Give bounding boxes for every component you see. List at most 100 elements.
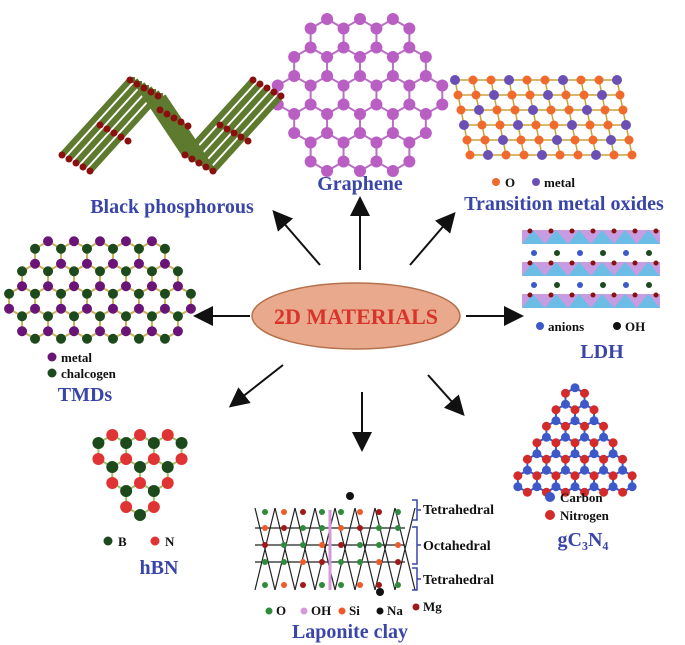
tmo-structure bbox=[450, 75, 637, 160]
hbn-title: hBN bbox=[140, 557, 179, 579]
gcn-atom bbox=[560, 432, 570, 442]
black-phosphorous-structure bbox=[58, 76, 285, 175]
graphene-atom bbox=[403, 79, 416, 92]
tmd-atom bbox=[30, 243, 41, 254]
tmds-legend-chalcogen: chalcogen bbox=[61, 366, 117, 381]
ldh-oh-dot bbox=[613, 322, 621, 330]
tmd-atom bbox=[107, 303, 118, 314]
laponite-title: Laponite clay bbox=[292, 621, 408, 643]
tmo-atom bbox=[510, 105, 520, 115]
gcn-atom bbox=[560, 421, 570, 431]
bp-atom bbox=[163, 110, 171, 118]
gcn-atom bbox=[570, 449, 580, 459]
gcn-atom bbox=[599, 465, 609, 475]
arrow-to-gcn bbox=[427, 374, 465, 416]
tmd-atom bbox=[120, 326, 131, 337]
lap-bond bbox=[354, 507, 376, 591]
ldh-oh-atom bbox=[611, 260, 617, 266]
laponite-structure bbox=[254, 492, 416, 596]
lap-atom bbox=[300, 509, 306, 515]
hbn-atom bbox=[175, 437, 188, 449]
graphene-atom bbox=[436, 98, 449, 111]
lap-atom bbox=[262, 525, 268, 531]
gcn-atom bbox=[580, 465, 590, 475]
tmo-atom bbox=[600, 105, 610, 115]
tmd-atom bbox=[120, 311, 131, 322]
ldh-oh-atom bbox=[632, 228, 638, 234]
bp-plate bbox=[73, 85, 147, 166]
lap-atom bbox=[395, 582, 401, 588]
tmd-atom bbox=[69, 326, 80, 337]
tmo-atom bbox=[480, 135, 490, 145]
tmo-legend: O metal bbox=[492, 175, 575, 190]
ldh-octahedron bbox=[545, 230, 568, 244]
ldh-anion bbox=[577, 250, 583, 256]
gcn-atom bbox=[560, 388, 570, 398]
lap-atom bbox=[376, 542, 382, 548]
bp-atom bbox=[184, 122, 192, 130]
hbn-atom bbox=[147, 501, 160, 513]
tmd-atom bbox=[95, 266, 105, 277]
bp-atom bbox=[270, 88, 278, 96]
graphene-atom bbox=[321, 13, 334, 25]
tmo-atom bbox=[543, 90, 553, 100]
lap-atom bbox=[281, 525, 287, 531]
graphene-atom bbox=[304, 22, 317, 35]
center-node: 2D MATERIALS bbox=[251, 282, 461, 350]
tmd-atom bbox=[95, 236, 105, 247]
lap-bond bbox=[374, 507, 396, 591]
bp-plate bbox=[87, 93, 161, 174]
gcn-atom bbox=[608, 438, 618, 448]
tmd-atom bbox=[172, 281, 183, 292]
ldh-anion bbox=[531, 282, 537, 288]
bp-plate bbox=[66, 81, 140, 162]
ldh-oh-atom bbox=[569, 228, 575, 234]
tmo-atom bbox=[450, 75, 460, 85]
bp-atom bbox=[195, 159, 203, 167]
tmo-atom bbox=[507, 90, 517, 100]
graphene-atom bbox=[321, 127, 334, 139]
tmo-atom bbox=[495, 120, 505, 130]
lap-atom bbox=[300, 525, 306, 531]
tmd-atom bbox=[146, 281, 157, 292]
lap-atom bbox=[281, 559, 287, 565]
bp-atom bbox=[126, 76, 134, 84]
lap-bond bbox=[334, 507, 356, 591]
tmd-atom bbox=[146, 236, 157, 247]
graphene-atom bbox=[304, 41, 317, 54]
tmo-atom bbox=[606, 135, 616, 145]
bp-atom bbox=[65, 155, 73, 163]
bp-atom bbox=[110, 129, 118, 137]
lap-legend-mg: Mg bbox=[423, 599, 442, 614]
gcn-atom bbox=[589, 482, 599, 492]
ldh-legend-oh: OH bbox=[625, 319, 645, 334]
gcn-atom bbox=[532, 482, 542, 492]
graphene-atom bbox=[337, 22, 350, 35]
ldh-anion bbox=[577, 282, 583, 288]
hbn-atom bbox=[106, 477, 119, 489]
tmd-atom bbox=[159, 258, 170, 269]
ldh-anion bbox=[600, 282, 606, 288]
ldh-octahedron bbox=[637, 262, 660, 276]
laponite-layer-tetrahedral-top: Tetrahedral bbox=[423, 503, 494, 518]
lap-atom bbox=[338, 582, 344, 588]
tmd-atom bbox=[107, 333, 118, 344]
tmo-atom bbox=[609, 150, 619, 160]
tmd-atom bbox=[107, 288, 118, 299]
lap-atom bbox=[319, 542, 325, 548]
bp-atom bbox=[223, 125, 231, 133]
bp-atom bbox=[156, 106, 164, 114]
bp-atom bbox=[86, 167, 94, 175]
ldh-anions-dot bbox=[536, 322, 544, 330]
bp-atom bbox=[170, 114, 178, 122]
tmd-atom bbox=[69, 266, 80, 277]
graphene-atom bbox=[271, 79, 284, 92]
lap-atom bbox=[395, 525, 401, 531]
ldh-octahedron bbox=[522, 230, 545, 244]
graphene-atom bbox=[386, 127, 399, 139]
tmd-atom bbox=[133, 258, 144, 269]
graphene-atom bbox=[354, 108, 366, 120]
ldh-octahedron bbox=[522, 262, 545, 276]
lap-atom bbox=[357, 582, 363, 588]
gcn-atom bbox=[618, 454, 628, 464]
